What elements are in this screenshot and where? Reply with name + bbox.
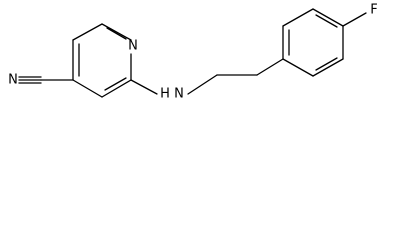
fluorophenyl-ring bbox=[282, 8, 367, 77]
phenyl-bond-5 bbox=[312, 58, 344, 77]
phenyl-bond-6 bbox=[282, 58, 314, 77]
ch2-to-phenyl-bond bbox=[256, 58, 284, 76]
ring-double-bond-inner-2 bbox=[106, 27, 127, 40]
atom-label-fluorine: F bbox=[370, 3, 377, 18]
ring-double-bond-inner-3 bbox=[104, 77, 127, 91]
nitrile-group bbox=[18, 76, 74, 84]
c-f-bond bbox=[342, 12, 367, 27]
ring-bond-n1-c6 bbox=[101, 23, 132, 41]
phenyl-double-bond-inner-2 bbox=[315, 14, 338, 28]
ring-bond-c4-c3 bbox=[72, 79, 103, 98]
atom-label-amine-h: H bbox=[160, 87, 170, 102]
chemical-structure: N N H N F bbox=[8, 3, 378, 102]
atom-label-amine-n: N bbox=[174, 87, 184, 102]
phenyl-bond-2 bbox=[282, 8, 314, 27]
ethylamine-linker bbox=[130, 58, 284, 95]
pyridine-ring bbox=[72, 23, 132, 98]
atom-label-ring-n: N bbox=[128, 39, 138, 54]
ring-bond-c6-c5 bbox=[72, 23, 103, 41]
phenyl-bond-3 bbox=[312, 8, 344, 27]
amine-to-ch2-bond bbox=[187, 74, 218, 95]
atom-label-nitrile-n: N bbox=[8, 73, 18, 88]
ring-to-amine-bond bbox=[130, 79, 158, 95]
phenyl-double-bond-inner-3 bbox=[315, 57, 338, 71]
ring-bond-c3-c2 bbox=[101, 79, 132, 98]
